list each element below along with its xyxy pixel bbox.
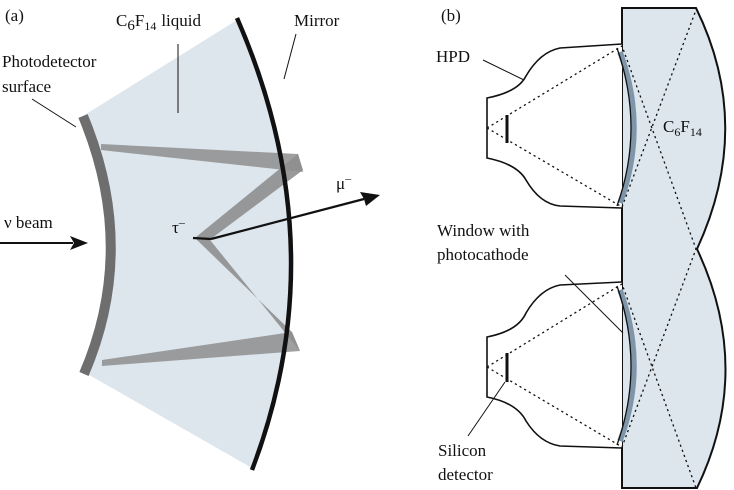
beam-label: ν beam: [4, 213, 53, 232]
panel-b-tag: (b): [441, 6, 461, 25]
silicon-label-line1: Silicon: [438, 441, 487, 460]
window-label-line1: Window with: [437, 221, 530, 240]
photodetector-surface: [78, 114, 116, 376]
photocathode-window-top: [617, 51, 637, 204]
photon-band-3: [101, 144, 303, 172]
mirror-label: Mirror: [294, 11, 340, 30]
radiator-label: C6F14: [663, 117, 702, 139]
photocathode-window-bottom: [617, 289, 637, 442]
mirror: [234, 17, 294, 471]
hpd-leader: [482, 59, 525, 81]
photocathode-edge-top: [616, 47, 632, 207]
silicon-leader: [467, 381, 506, 437]
silicon-label-line2: detector: [438, 465, 493, 484]
muon-track: [210, 197, 365, 241]
photocathode-edge-bottom: [616, 285, 632, 446]
mirror-leader: [283, 33, 297, 80]
photon-band-1: [196, 154, 303, 241]
light-path-bottom-upper: [486, 283, 697, 489]
window-leader: [564, 274, 624, 334]
light-path-bottom-lower: [486, 248, 697, 448]
window-label-line2: photocathode: [437, 245, 529, 264]
beam-arrowhead: [70, 236, 88, 250]
tau-label: τ–: [172, 215, 186, 237]
photodetector-label-line1: Photodetector: [2, 52, 97, 71]
photodetector-label-line2: surface: [2, 77, 51, 96]
muon-label: μ–: [336, 171, 352, 193]
photon-band-4: [102, 332, 300, 366]
tau-track: [192, 236, 212, 241]
light-path-top-upper: [486, 45, 697, 250]
radiator-volume: [621, 7, 727, 489]
muon-arrowhead: [360, 192, 380, 206]
panel-a-tag: (a): [5, 6, 24, 25]
panel-b: (b) HPD C6F14 Window with photocathode S…: [436, 6, 727, 489]
photodetector-leader: [31, 98, 77, 128]
hpd-label: HPD: [436, 47, 470, 66]
